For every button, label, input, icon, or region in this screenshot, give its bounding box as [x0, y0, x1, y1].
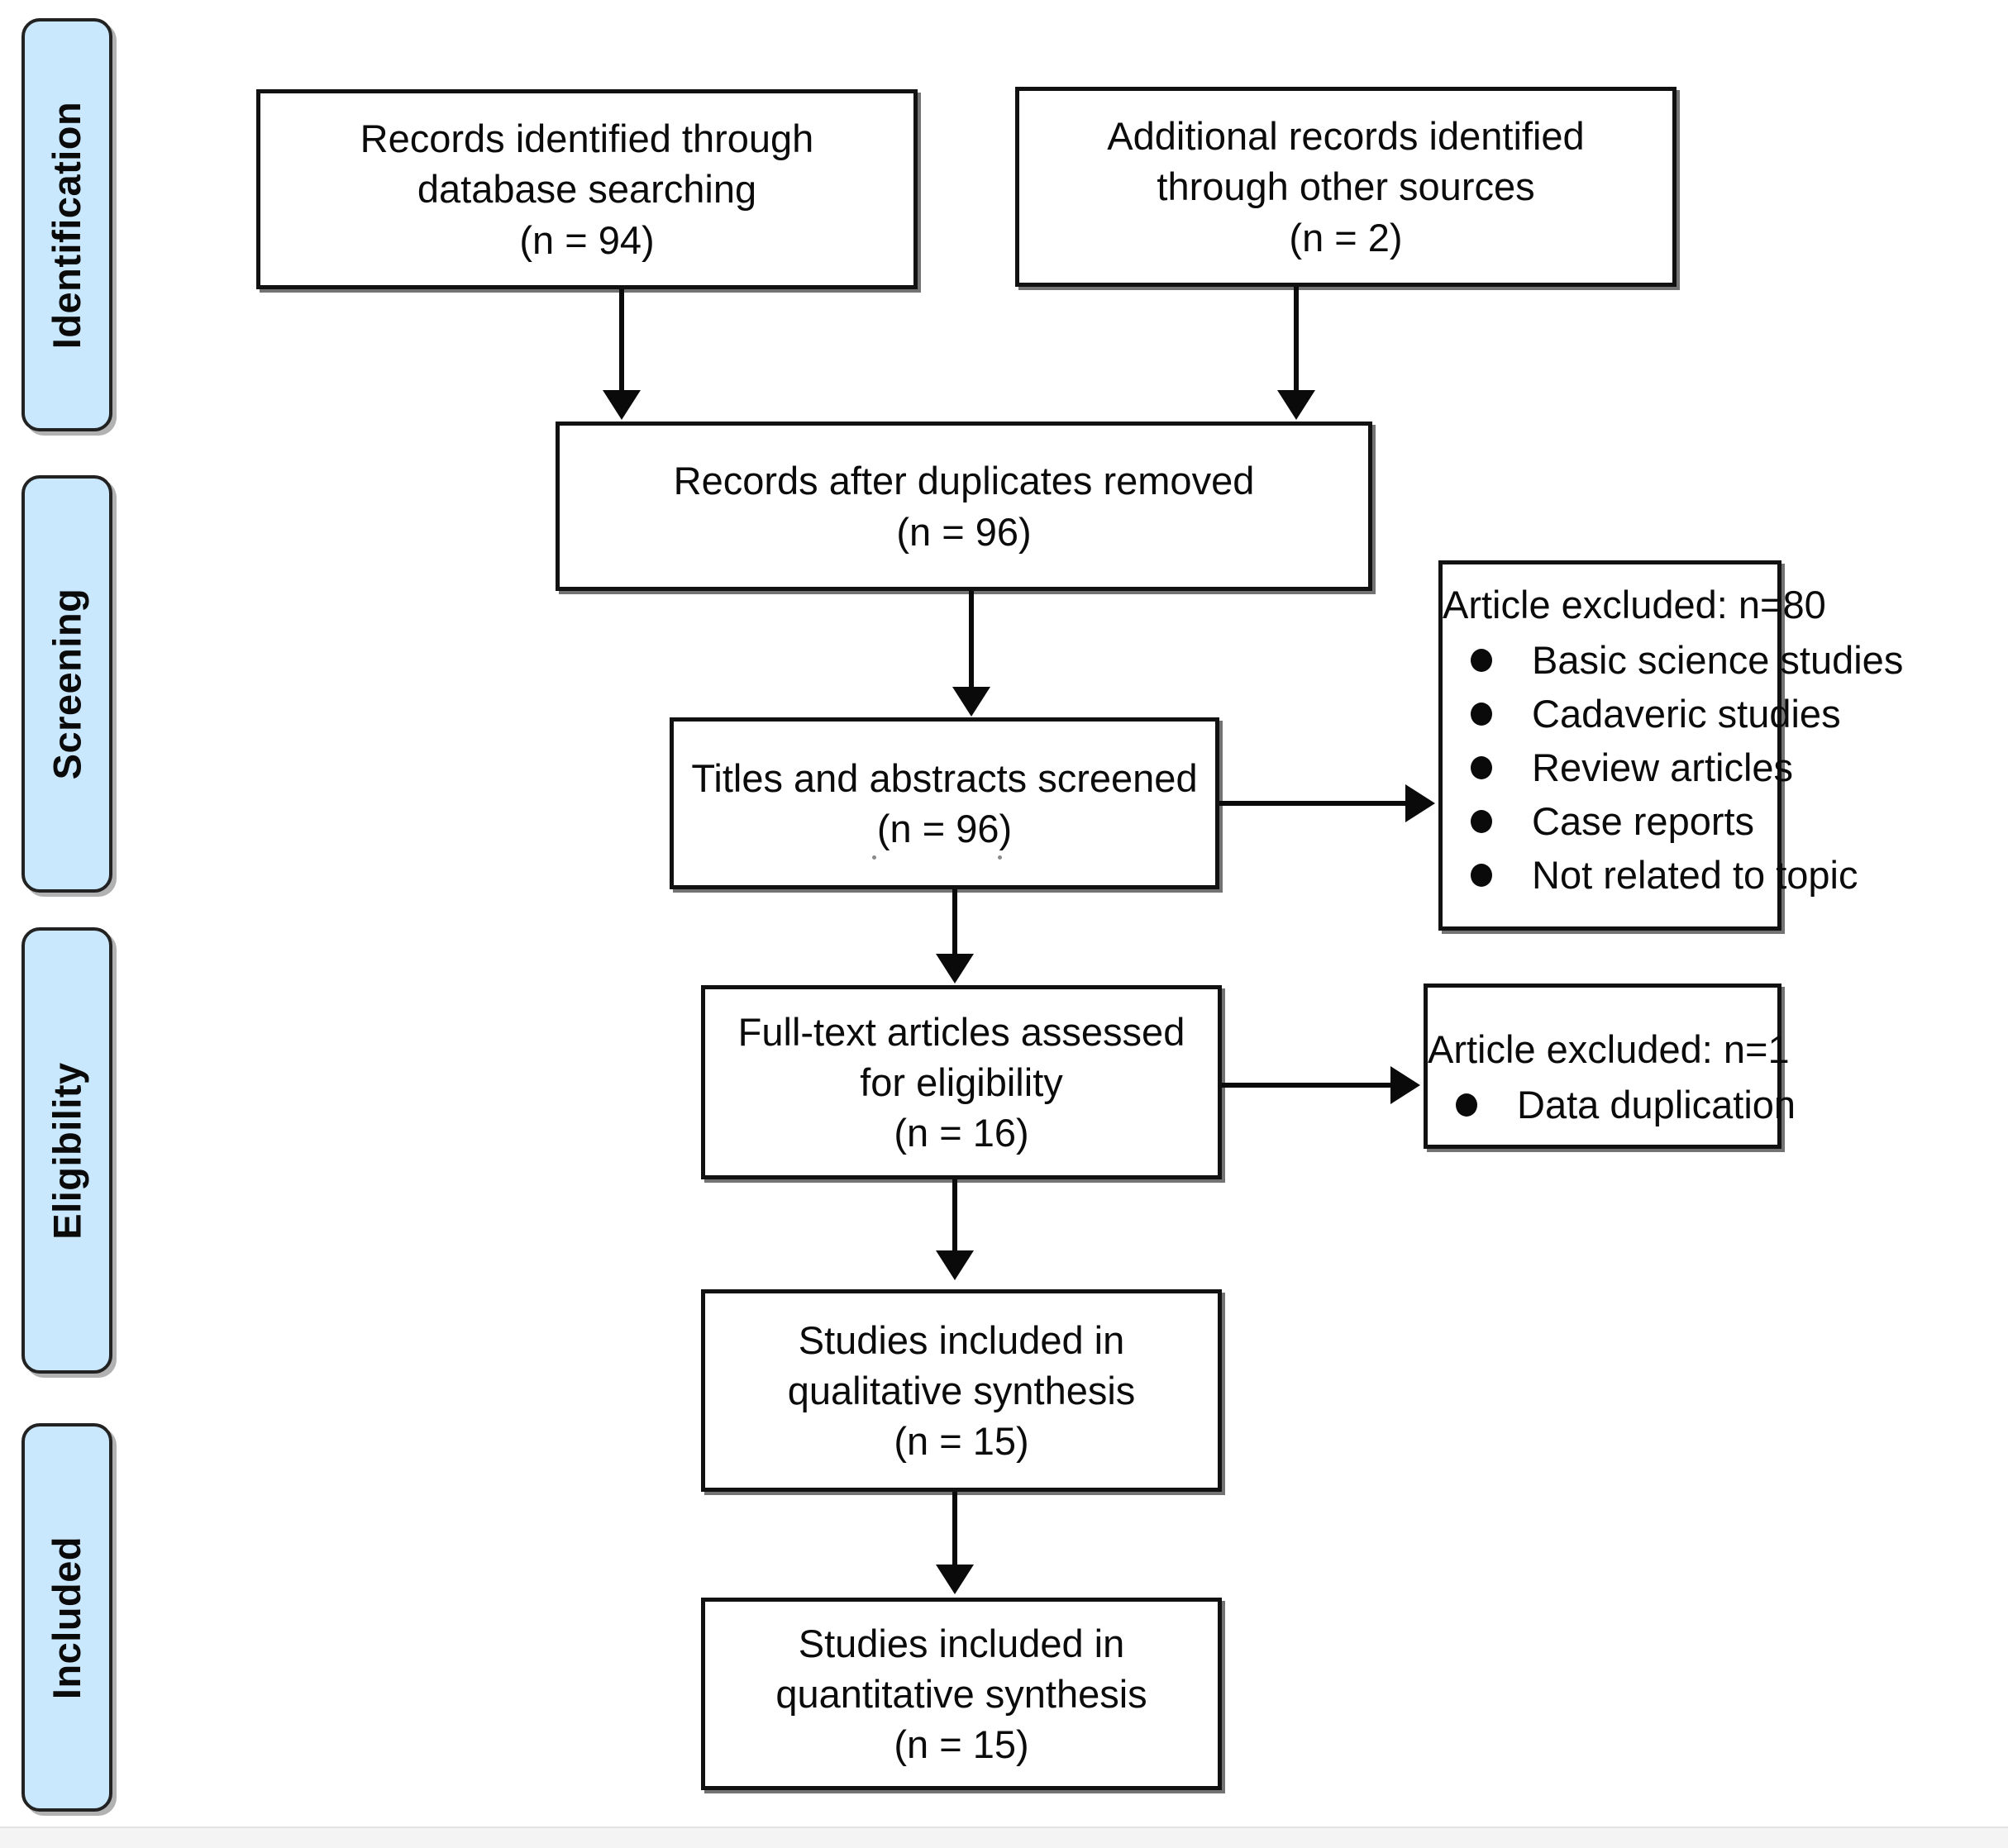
box-exclusion-screening: Article excluded: n=80 Basic science stu…	[1438, 560, 1903, 931]
exclusion-reason-list: Basic science studies Cadaveric studies …	[1443, 635, 1903, 900]
box-line: Records identified through	[360, 117, 814, 161]
connector-database-to-duplicates	[619, 289, 624, 392]
arrowhead-fulltext-to-qualitative	[936, 1250, 974, 1280]
box-records-identified-database: Records identified through database sear…	[256, 89, 918, 289]
arrowhead-qualitative-to-quantitative	[936, 1565, 974, 1594]
box-titles-abstracts-screened: Titles and abstracts screened (n = 96)	[670, 717, 1219, 889]
exclusion-reason: Data duplication	[1517, 1083, 1796, 1127]
arrowhead-titles-to-fulltext	[936, 954, 974, 984]
exclusion-reason: Case reports	[1532, 799, 1755, 844]
box-line: (n = 15)	[894, 1722, 1029, 1767]
box-line: (n = 96)	[896, 509, 1032, 554]
connector-other-sources-to-duplicates	[1294, 287, 1299, 392]
box-line: (n = 15)	[894, 1419, 1029, 1464]
list-item: Data duplication	[1449, 1079, 1796, 1130]
exclusion-reason: Review articles	[1532, 745, 1794, 790]
stage-pill-identification: Identification	[21, 18, 112, 431]
arrowhead-duplicates-to-titles	[952, 687, 990, 717]
page-bottom-shade	[0, 1828, 2008, 1848]
box-line: (n = 16)	[894, 1111, 1029, 1155]
stage-label-screening: Screening	[45, 588, 89, 780]
box-studies-quantitative-synthesis: Studies included in quantitative synthes…	[701, 1598, 1222, 1790]
connector-titles-to-fulltext	[952, 889, 957, 955]
list-item: Not related to topic	[1464, 850, 1858, 900]
exclusion-reason: Cadaveric studies	[1532, 692, 1841, 736]
box-records-after-duplicates-removed: Records after duplicates removed (n = 96…	[556, 422, 1372, 591]
box-full-text-assessed: Full-text articles assessed for eligibil…	[701, 985, 1222, 1179]
exclusion-reason: Not related to topic	[1532, 853, 1858, 898]
bullet-icon	[1471, 809, 1492, 833]
box-exclusion-eligibility: Article excluded: n=1 Data duplication	[1424, 984, 1796, 1149]
arrowhead-database-to-duplicates	[603, 390, 641, 420]
connector-qualitative-to-quantitative	[952, 1492, 957, 1566]
list-item: Basic science studies	[1464, 635, 1903, 685]
box-line: database searching	[417, 167, 757, 212]
page-bottom-divider	[0, 1827, 2008, 1828]
exclusion-title: Article excluded: n=1	[1428, 1027, 1790, 1071]
box-line: Titles and abstracts screened	[691, 755, 1198, 800]
box-studies-qualitative-synthesis: Studies included in qualitative synthesi…	[701, 1289, 1222, 1492]
stage-pill-eligibility: Eligibility	[21, 927, 112, 1374]
connector-titles-to-exclusion-screening	[1219, 801, 1406, 806]
stage-pill-screening: Screening	[21, 475, 112, 893]
connector-fulltext-to-exclusion-eligibility	[1222, 1083, 1391, 1088]
stage-label-eligibility: Eligibility	[45, 1061, 89, 1240]
exclusion-title: Article excluded: n=80	[1443, 583, 1826, 626]
box-line: Additional records identified	[1107, 114, 1585, 159]
box-line: Studies included in	[798, 1317, 1125, 1362]
arrowhead-fulltext-to-exclusion-eligibility	[1390, 1066, 1420, 1104]
connector-duplicates-to-titles	[969, 591, 974, 688]
list-item: Case reports	[1464, 796, 1777, 846]
box-line: qualitative synthesis	[787, 1368, 1136, 1412]
box-records-identified-other-sources: Additional records identified through ot…	[1015, 87, 1677, 287]
list-item: Cadaveric studies	[1464, 688, 1841, 739]
bullet-icon	[1471, 864, 1492, 888]
bullet-icon	[1471, 702, 1492, 726]
exclusion-reason-list: Data duplication	[1428, 1079, 1796, 1130]
bullet-icon	[1471, 648, 1492, 672]
stage-pill-included: Included	[21, 1423, 112, 1812]
stage-label-identification: Identification	[45, 101, 89, 349]
box-line: (n = 2)	[1289, 215, 1403, 260]
arrowhead-other-sources-to-duplicates	[1277, 390, 1315, 420]
arrowhead-titles-to-exclusion-screening	[1405, 784, 1435, 822]
scan-artifact-dot	[998, 855, 1002, 860]
box-line: Records after duplicates removed	[673, 459, 1255, 503]
box-line: through other sources	[1157, 164, 1535, 209]
exclusion-reason: Basic science studies	[1532, 638, 1904, 683]
box-line: Full-text articles assessed	[737, 1009, 1185, 1054]
stage-label-included: Included	[45, 1536, 89, 1699]
box-line: quantitative synthesis	[775, 1671, 1147, 1716]
bullet-icon	[1471, 755, 1492, 779]
connector-fulltext-to-qualitative	[952, 1179, 957, 1252]
box-line: (n = 94)	[519, 217, 655, 262]
box-line: (n = 96)	[876, 807, 1013, 850]
box-line: for eligibility	[860, 1060, 1063, 1104]
bullet-icon	[1456, 1093, 1477, 1117]
list-item: Review articles	[1464, 742, 1793, 793]
box-line: Studies included in	[798, 1621, 1125, 1665]
scan-artifact-dot	[872, 855, 876, 860]
